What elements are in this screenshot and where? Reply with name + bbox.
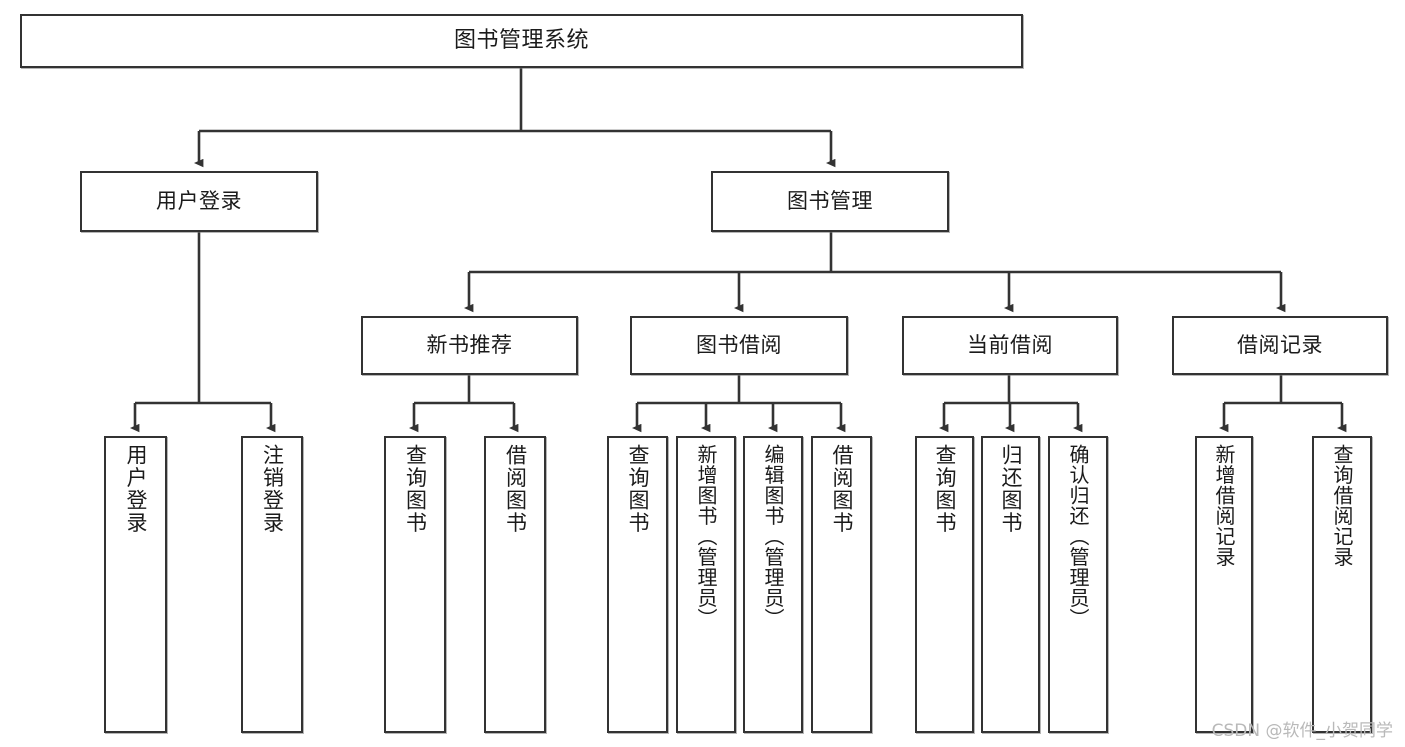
leaf-new-book-query[interactable]: 查询图书 xyxy=(384,436,446,733)
watermark-text: CSDN @软件_小贺同学 xyxy=(1211,721,1393,741)
leaf-user-login-login[interactable]: 用户登录 xyxy=(104,436,167,733)
node-label: 新增借阅记录 xyxy=(1212,444,1236,567)
node-book-borrow[interactable]: 图书借阅 xyxy=(630,316,848,375)
node-new-book-recommend[interactable]: 新书推荐 xyxy=(361,316,578,375)
node-label: 借阅记录 xyxy=(1237,333,1323,358)
node-current-borrow[interactable]: 当前借阅 xyxy=(902,316,1118,375)
node-label: 借阅图书 xyxy=(830,444,854,534)
node-label: 新书推荐 xyxy=(426,333,513,358)
node-label: 查询图书 xyxy=(933,444,957,534)
node-label: 编辑图书（管理员） xyxy=(761,444,785,629)
node-label: 归还图书 xyxy=(999,444,1023,534)
node-label: 查询图书 xyxy=(626,444,650,534)
node-label: 借阅图书 xyxy=(503,444,528,534)
leaf-current-borrow-query[interactable]: 查询图书 xyxy=(915,436,974,733)
node-book-management[interactable]: 图书管理 xyxy=(711,171,949,232)
node-label: 用户登录 xyxy=(156,189,242,214)
node-user-login[interactable]: 用户登录 xyxy=(80,171,318,232)
leaf-new-book-borrow[interactable]: 借阅图书 xyxy=(484,436,546,733)
node-label: 用户登录 xyxy=(124,444,148,534)
node-label: 新增图书（管理员） xyxy=(694,444,718,629)
node-borrow-record[interactable]: 借阅记录 xyxy=(1172,316,1388,375)
node-label: 当前借阅 xyxy=(967,333,1053,358)
node-root-system[interactable]: 图书管理系统 xyxy=(20,14,1023,68)
node-label: 确认归还（管理员） xyxy=(1066,444,1090,629)
leaf-book-borrow-add[interactable]: 新增图书（管理员） xyxy=(676,436,736,733)
node-label: 图书管理 xyxy=(787,189,873,214)
leaf-borrow-record-add[interactable]: 新增借阅记录 xyxy=(1195,436,1253,733)
leaf-current-borrow-confirm-return[interactable]: 确认归还（管理员） xyxy=(1048,436,1108,733)
leaf-book-borrow-borrow[interactable]: 借阅图书 xyxy=(811,436,872,733)
leaf-book-borrow-edit[interactable]: 编辑图书（管理员） xyxy=(743,436,803,733)
leaf-borrow-record-query[interactable]: 查询借阅记录 xyxy=(1312,436,1372,733)
leaf-current-borrow-return[interactable]: 归还图书 xyxy=(981,436,1040,733)
node-label: 图书管理系统 xyxy=(453,28,589,54)
node-label: 查询借阅记录 xyxy=(1330,444,1354,567)
node-label: 图书借阅 xyxy=(696,333,782,358)
leaf-book-borrow-query[interactable]: 查询图书 xyxy=(607,436,668,733)
node-label: 查询图书 xyxy=(403,444,428,534)
leaf-user-login-logout[interactable]: 注销登录 xyxy=(241,436,303,733)
node-label: 注销登录 xyxy=(260,444,285,534)
